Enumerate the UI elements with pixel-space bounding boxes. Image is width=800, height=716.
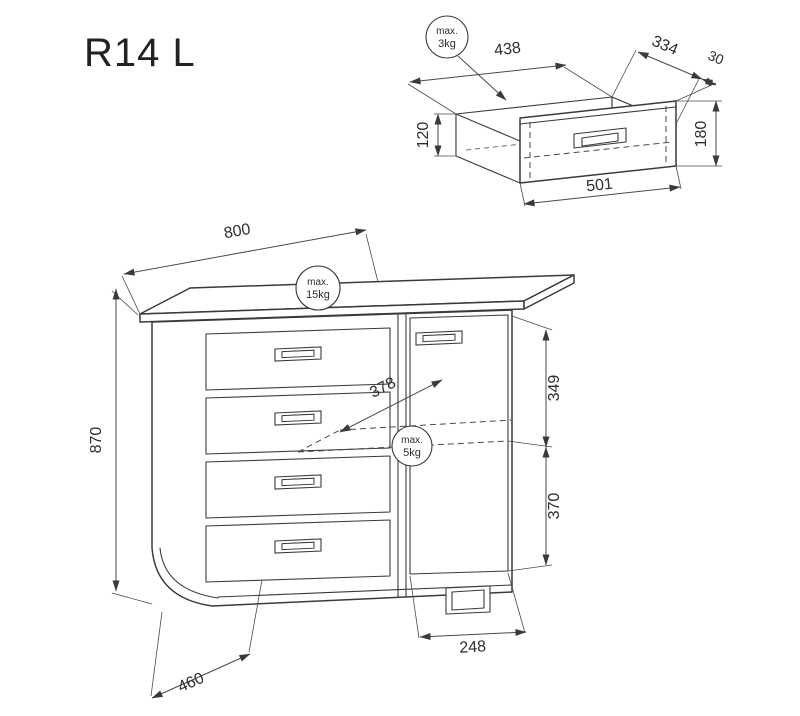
dim-501: 501 [519, 165, 682, 207]
top-badge-max: max. [307, 277, 329, 288]
shelf-badge-max: max. [401, 435, 423, 446]
dim-30-label: 30 [706, 47, 727, 68]
drawer-3-handle [274, 474, 322, 490]
cabinet-drawing: 378 max. 15kg max. 5kg 800 870 460 [88, 221, 575, 699]
drawer-badge-value: 3kg [438, 38, 456, 50]
drawer-4-handle [274, 538, 322, 554]
dim-870-label: 870 [88, 427, 105, 454]
shelf-badge-value: 5kg [403, 447, 421, 459]
dim-370-label: 370 [546, 493, 563, 520]
shelf-weight-badge [391, 425, 433, 467]
drawer-weight-badge [425, 15, 469, 59]
badge-leader-arrow [457, 55, 507, 101]
dim-438-label: 438 [493, 40, 521, 60]
dim-800-label: 800 [223, 221, 252, 242]
dim-501-label: 501 [585, 176, 613, 196]
model-title: R14 L [84, 31, 196, 75]
dim-120-label: 120 [415, 122, 432, 149]
dim-438: 438 [407, 40, 613, 115]
drawer-handle-inner [581, 132, 619, 147]
dim-349-label: 349 [546, 375, 563, 402]
drawer-hidden-bottom [523, 141, 673, 159]
drawer-badge-max: max. [436, 26, 458, 37]
dim-800: 800 [121, 221, 379, 315]
dim-334: 334 30 [611, 33, 727, 125]
drawer-2-handle [274, 410, 322, 426]
dim-248-label: 248 [459, 638, 487, 656]
dim-870: 870 [88, 288, 153, 605]
dim-460-label: 460 [176, 670, 207, 696]
cabinet-top-right-edge [523, 274, 575, 310]
dim-248: 248 [409, 572, 527, 657]
top-badge-value: 15kg [306, 289, 330, 301]
drawer-front-rim-line [519, 106, 677, 125]
dim-349-370: 349 370 [507, 315, 563, 572]
dim-180: 180 [676, 100, 722, 167]
dim-334-label: 334 [649, 33, 680, 59]
drawer-detail: max. 3kg 438 334 30 120 [407, 15, 727, 207]
dim-180-label: 180 [693, 121, 710, 148]
drawer-1-handle [274, 346, 322, 362]
door-handle [415, 330, 463, 346]
hidden-shelf-left-edge [297, 429, 341, 453]
foot-inner [451, 589, 485, 611]
dim-120: 120 [415, 113, 456, 157]
hidden-shelf-back-edge [339, 419, 513, 431]
top-weight-badge [295, 265, 341, 311]
side-curve-inner-line [159, 547, 219, 599]
